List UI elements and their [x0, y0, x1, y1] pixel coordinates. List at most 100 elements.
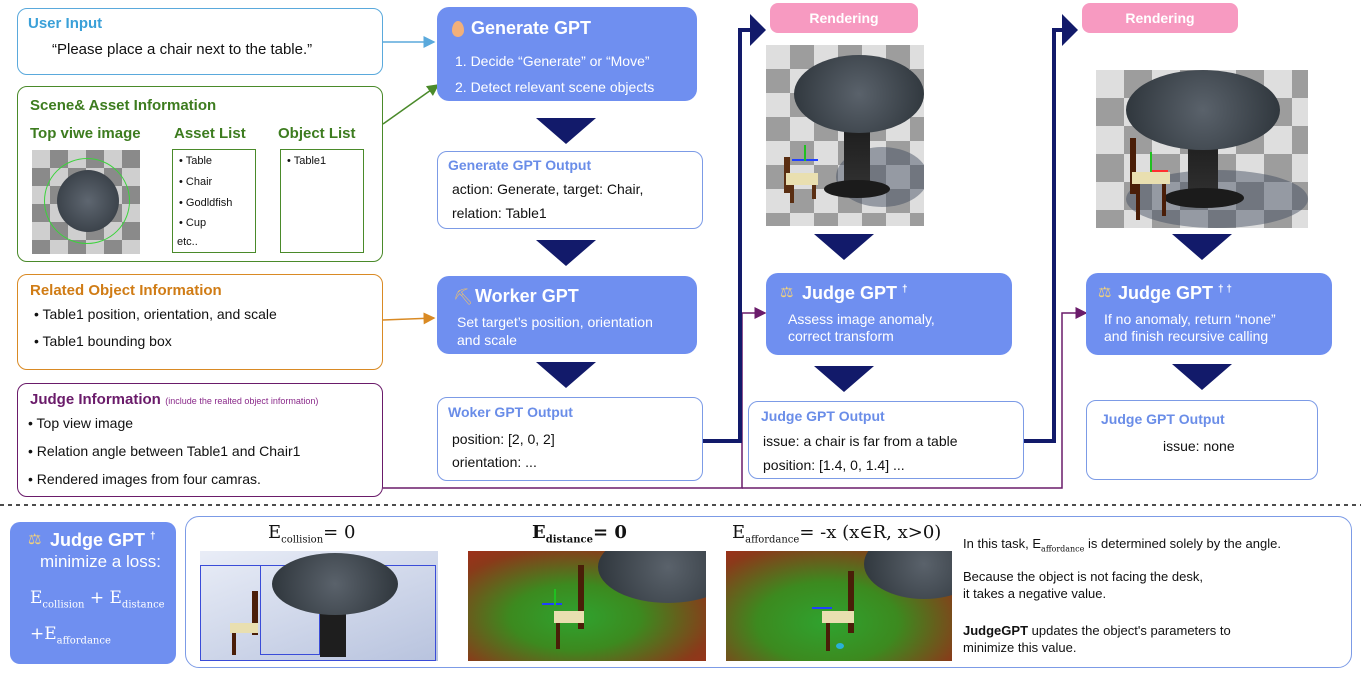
- asset-item: • Cup: [179, 217, 207, 229]
- distance-value: = 0: [592, 522, 627, 543]
- judge-gpt-2-box: ⚖ Judge GPT † † If no anomaly, return “n…: [1086, 273, 1332, 355]
- top-view-image: [32, 150, 140, 254]
- worker-gpt-box: ⛏ Worker GPT Set target’s position, orie…: [437, 276, 697, 354]
- explanation-text: updates the object's parameters to: [1028, 623, 1231, 638]
- explanation-line: Because the object is not facing the des…: [963, 569, 1203, 584]
- double-dagger-mark: † †: [1218, 284, 1232, 295]
- user-input-text: “Please place a chair next to the table.…: [52, 41, 313, 58]
- e-symbol: E: [732, 522, 746, 543]
- judge-gpt-2-line: and finish recursive calling: [1104, 328, 1269, 344]
- distance-sub: distance: [545, 534, 593, 546]
- e-symbol: E: [109, 588, 122, 608]
- judge-output-1-line: position: [1.4, 0, 1.4] ...: [763, 457, 905, 473]
- distance-image: [468, 551, 706, 661]
- e-symbol: E: [30, 588, 43, 608]
- worker-gpt-line: and scale: [457, 332, 517, 348]
- generate-gpt-line: 2. Detect relevant scene objects: [455, 79, 655, 95]
- scene-asset-title: Scene& Asset Information: [30, 97, 217, 114]
- related-item: • Table1 position, orientation, and scal…: [34, 306, 277, 322]
- judge-gpt-1-line: Assess image anomaly,: [788, 311, 935, 327]
- explanation-line: it takes a negative value.: [963, 586, 1107, 601]
- judge-output-2-line: issue: none: [1163, 438, 1235, 454]
- collision-sub: collision: [42, 599, 85, 611]
- generate-output-line: relation: Table1: [452, 205, 547, 221]
- object-list-label: Object List: [278, 125, 356, 142]
- user-input-title: User Input: [28, 15, 103, 32]
- arrow-related-to-worker: [382, 312, 436, 325]
- dagger-mark: †: [902, 284, 908, 295]
- rendering-label: Rendering: [1082, 3, 1238, 33]
- generate-gpt-line: 1. Decide “Generate” or “Move”: [455, 53, 650, 69]
- judge-info-item: • Top view image: [28, 415, 134, 431]
- related-object-title: Related Object Information: [30, 282, 222, 299]
- scene-asset-box: Scene& Asset Information Top viwe image …: [17, 86, 383, 262]
- judge-gpt-2-line: If no anomaly, return “none”: [1104, 311, 1276, 327]
- judge-gpt-1-title: Judge GPT †: [802, 283, 908, 304]
- generate-output-box: Generate GPT Output action: Generate, ta…: [437, 151, 703, 229]
- collision-image: [200, 551, 438, 661]
- explanation-text: In this task, E: [963, 536, 1042, 551]
- judge-output-1-line: issue: a chair is far from a table: [763, 433, 958, 449]
- plus-symbol: +: [30, 624, 45, 644]
- dagger-mark: †: [150, 531, 156, 542]
- judge-gpt-1-box: ⚖ Judge GPT † Assess image anomaly, corr…: [766, 273, 1012, 355]
- judge-gpt-1-title-text: Judge GPT: [802, 283, 898, 303]
- judge-gpt-2-title: Judge GPT † †: [1118, 283, 1232, 304]
- arrow-judge-output-to-rendering: [1024, 28, 1064, 443]
- bottom-judge-subtitle: minimize a loss:: [40, 552, 161, 571]
- arrow-scene-to-generate: [382, 84, 440, 125]
- scales-icon: ⚖: [780, 284, 794, 301]
- distance-sub: distance: [121, 599, 165, 611]
- bottom-judge-title-text: Judge GPT: [50, 530, 146, 550]
- loss-formula-line1: Ecollision + Edistance: [30, 588, 165, 610]
- e-symbol: E: [268, 522, 282, 543]
- e-symbol: E: [532, 522, 546, 543]
- explanation-line: minimize this value.: [963, 640, 1077, 655]
- judge-output-2-title: Judge GPT Output: [1101, 411, 1225, 427]
- judgegpt-bold: JudgeGPT: [963, 623, 1029, 638]
- collision-loss-label: Ecollision= 0: [268, 522, 355, 546]
- collision-sub: collision: [281, 534, 324, 546]
- judge-output-1-box: Judge GPT Output issue: a chair is far f…: [748, 401, 1024, 479]
- collision-value: = 0: [323, 522, 356, 543]
- judge-info-note: (include the realted object information): [165, 396, 319, 406]
- related-item: • Table1 bounding box: [34, 333, 172, 349]
- loss-formula-line2: +Eaffordance: [30, 624, 111, 646]
- bottom-judge-gpt-box: ⚖ Judge GPT † minimize a loss: Ecollisio…: [10, 522, 176, 664]
- judge-output-2-box: Judge GPT Output issue: none: [1086, 400, 1318, 480]
- asset-item: etc..: [177, 236, 198, 248]
- rendering-label: Rendering: [770, 3, 918, 33]
- judge-gpt-1-line: correct transform: [788, 328, 894, 344]
- related-object-box: Related Object Information • Table1 posi…: [17, 274, 383, 370]
- affordance-loss-label: Eaffordance= -x (x∈R, x>0): [732, 522, 941, 546]
- judge-info-item: • Rendered images from four camras.: [28, 471, 261, 487]
- worker-gpt-title: Worker GPT: [475, 286, 579, 306]
- explanation-text: is determined solely by the angle.: [1084, 536, 1281, 551]
- asset-item: • Godldfish: [179, 197, 233, 209]
- plus-symbol: +: [89, 588, 105, 608]
- top-view-label: Top viwe image: [30, 125, 141, 142]
- judge-info-box: Judge Information (include the realted o…: [17, 383, 383, 497]
- affordance-sub: affordance: [1041, 544, 1085, 554]
- scales-icon: ⚖: [28, 531, 42, 548]
- asset-list-label: Asset List: [174, 125, 246, 142]
- affordance-image: [726, 551, 952, 661]
- explanation-para-3: JudgeGPT updates the object's parameters…: [963, 623, 1231, 638]
- generate-output-line: action: Generate, target: Chair,: [452, 181, 644, 197]
- generate-gpt-title: Generate GPT: [471, 18, 592, 38]
- worker-output-line: orientation: ...: [452, 454, 537, 470]
- judge-output-1-title: Judge GPT Output: [761, 408, 885, 424]
- object-list-box: [280, 149, 364, 253]
- judge-gpt-2-title-text: Judge GPT: [1118, 283, 1214, 303]
- explanation-para-1: In this task, Eaffordance is determined …: [963, 536, 1281, 554]
- worker-output-line: position: [2, 0, 2]: [452, 431, 555, 447]
- arrow-judgeinfo-to-judge2: [742, 307, 1088, 489]
- worker-output-box: Woker GPT Output position: [2, 0, 2] ori…: [437, 397, 703, 481]
- worker-gpt-line: Set target’s position, orientation: [457, 314, 653, 330]
- affordance-value: = -x (x∈R, x>0): [799, 522, 942, 543]
- affordance-sub: affordance: [56, 635, 111, 647]
- generate-gpt-box: Generate GPT 1. Decide “Generate” or “Mo…: [437, 7, 697, 101]
- asset-item: • Table: [179, 155, 213, 167]
- asset-list-box: [172, 149, 256, 253]
